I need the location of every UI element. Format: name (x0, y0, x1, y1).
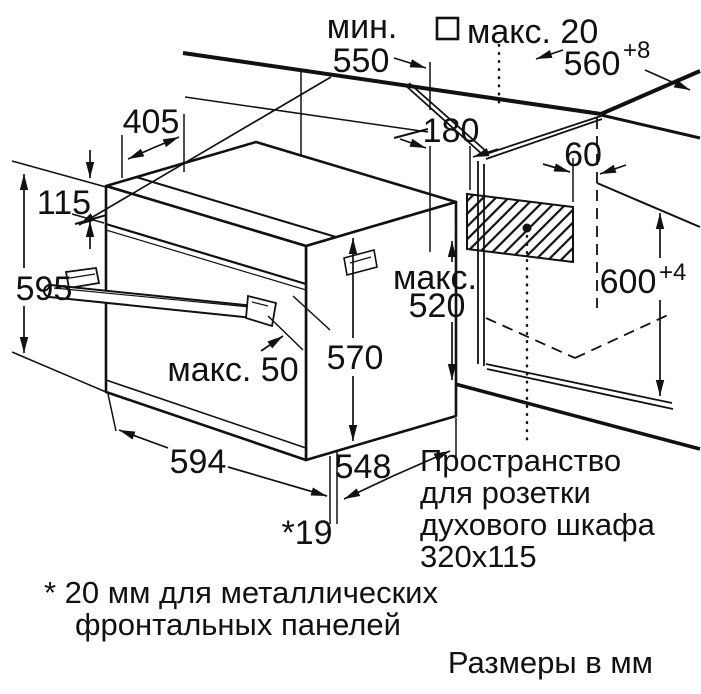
dim-600-tolerance: +4 (659, 259, 686, 286)
oven-front-face (104, 184, 308, 462)
socket-space (466, 192, 574, 447)
dim-max50-label: макс. 50 (167, 351, 298, 389)
dimension-arrows (19, 49, 691, 500)
handle-right-mount (245, 294, 278, 328)
dim-max520-value: 520 (409, 287, 466, 325)
wall-lines (182, 51, 701, 140)
dim-550-prefix: мин. (327, 8, 398, 46)
wall-gap-square-symbol (435, 16, 460, 41)
dim-594-value: 594 (170, 443, 227, 481)
footnote-line1: * 20 мм для металлических (44, 575, 438, 610)
niche-hidden-edges (485, 118, 669, 359)
oven-body (43, 140, 458, 462)
oven-side-face (304, 200, 458, 462)
units-note: Размеры в мм (448, 645, 653, 680)
dim-405-value: 405 (123, 103, 180, 141)
dim-19-value: *19 (281, 514, 332, 552)
dim-180-value: 180 (423, 112, 480, 150)
socket-note-line4: 320x115 (420, 539, 537, 574)
dim-560-value: 560 (564, 45, 621, 83)
dim-560-tolerance: +8 (623, 37, 650, 64)
socket-center-dot (522, 223, 532, 233)
dim-115-value: 115 (37, 184, 91, 222)
socket-note-line1: Пространство (420, 443, 621, 478)
dim-max520-prefix: макс. (393, 259, 477, 297)
footnote-line2: фронтальных панелей (75, 607, 401, 642)
dim-60-value: 60 (564, 136, 602, 174)
dim-550-value: 550 (333, 42, 390, 80)
oven-handle (43, 266, 278, 328)
extension-lines (11, 43, 574, 524)
dim-595-value: 595 (16, 270, 73, 308)
dimension-labels: мин. 550 макс. 20 560 +8 405 115 595 180… (16, 8, 687, 552)
dim-max20-label: макс. 20 (467, 13, 598, 51)
dim-570-value: 570 (327, 339, 384, 377)
annotations: Пространство для розетки духового шкафа … (44, 443, 656, 680)
handle-left-mount (64, 266, 101, 290)
socket-cutout-hatch (466, 192, 574, 264)
socket-note-line3: духового шкафа (420, 507, 656, 542)
dim-548-value: 548 (335, 448, 392, 486)
dim-600-value: 600 (600, 263, 657, 301)
socket-note-line2: для розетки (420, 475, 591, 510)
